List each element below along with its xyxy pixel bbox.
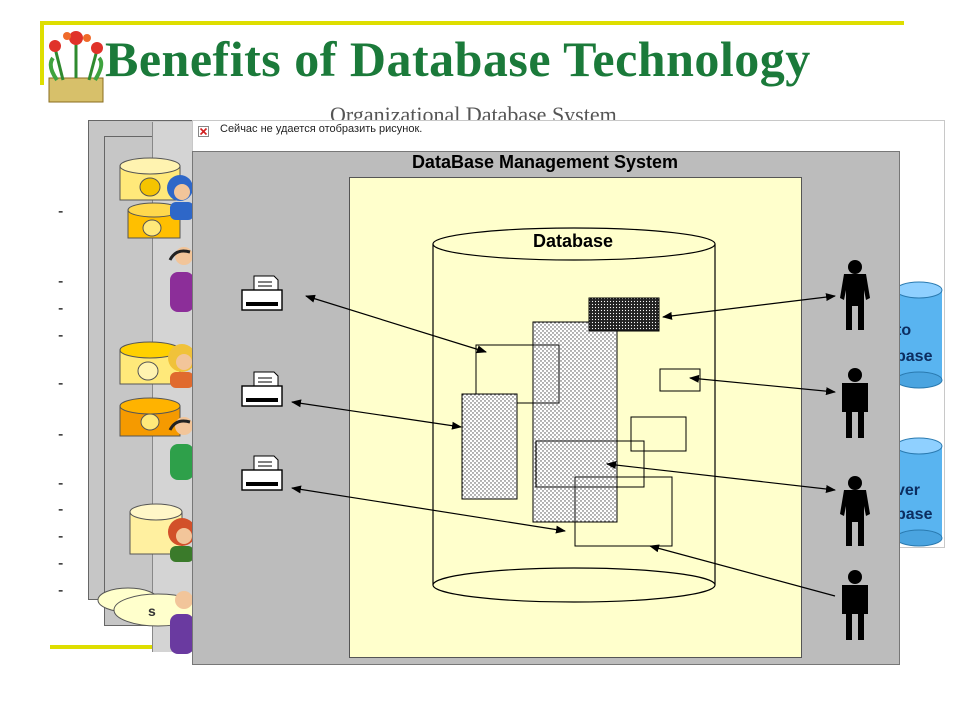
- blue-cylinder-label-base: base: [896, 348, 933, 365]
- bullet-dash: -: [58, 501, 64, 518]
- bottom-accent-line: [50, 645, 160, 649]
- data-block-left: [461, 393, 518, 500]
- user-icon: [840, 476, 870, 546]
- bullet-dash: -: [58, 582, 64, 599]
- top-accent-line: [40, 21, 904, 25]
- flower-logo-icon: [48, 31, 104, 103]
- dbms-title: DataBase Management System: [411, 152, 679, 172]
- user-icon: [842, 368, 868, 438]
- blue-cylinder-label-ver: ver: [896, 482, 921, 499]
- database-label: Database: [532, 231, 614, 251]
- data-block-dark: [588, 297, 660, 332]
- bullet-dash: -: [58, 375, 64, 392]
- bullet-dash: -: [58, 475, 64, 492]
- bullet-dash: -: [58, 426, 64, 443]
- access-arrows: [291, 293, 836, 597]
- bullet-dash: -: [58, 203, 64, 220]
- bullet-dash: -: [58, 327, 64, 344]
- user-icon: [840, 260, 870, 330]
- data-block-outline-2: [630, 416, 687, 452]
- broken-image-message: Сейчас не удается отобразить рисунок.: [220, 123, 423, 135]
- printer-icon: [241, 371, 283, 407]
- bullet-dash: -: [58, 555, 64, 572]
- bullet-dash: -: [58, 528, 64, 545]
- right-blue-cylinders: [896, 281, 943, 547]
- left-accent-bar: [40, 21, 44, 85]
- printer-icon: [241, 455, 283, 491]
- bullet-dash: -: [58, 300, 64, 317]
- data-block-small: [659, 368, 701, 392]
- bullet-dash: -: [58, 273, 64, 290]
- slide-title: Benefits of Database Technology: [105, 31, 811, 87]
- printer-icon: [241, 275, 283, 311]
- people-figures: [167, 175, 194, 654]
- database-cylinder: [432, 227, 716, 603]
- user-icon: [842, 570, 868, 640]
- blue-cylinder-label-base2: base: [896, 506, 933, 523]
- back-partial-label-s: s: [148, 603, 156, 619]
- broken-image-icon: [198, 126, 209, 137]
